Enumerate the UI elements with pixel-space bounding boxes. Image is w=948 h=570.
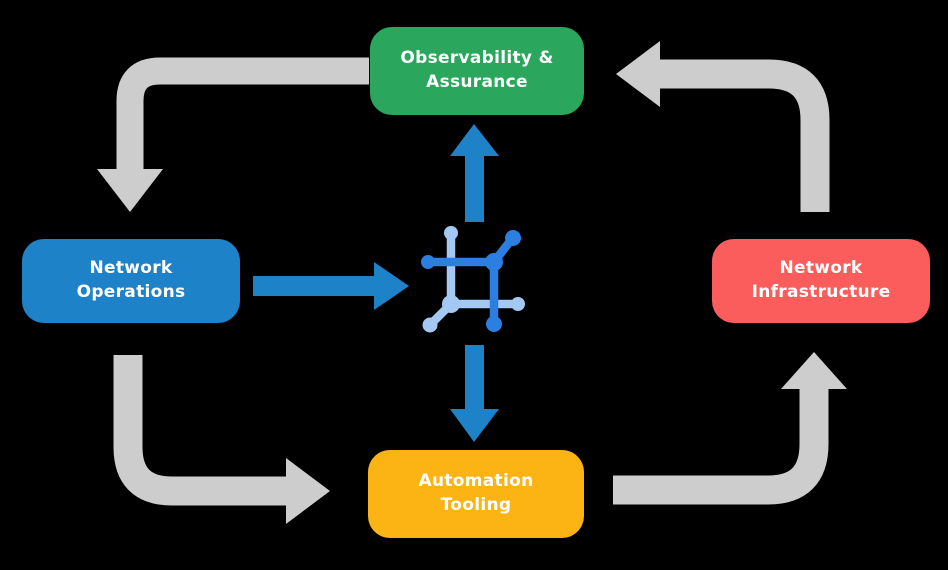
icon-node-circle: [442, 295, 460, 313]
arrow-gray-operations-to-automation: [113, 355, 330, 524]
arrow-gray-automation-to-infrastructure: [613, 352, 847, 505]
arrow-up-icon: [450, 124, 499, 222]
icon-node-circle: [485, 253, 503, 271]
arrow-shaft: [116, 57, 369, 172]
icon-node-circle: [421, 255, 435, 269]
arrow-shaft: [659, 59, 830, 212]
arrow-head-down-icon: [97, 169, 163, 212]
icon-node-circle: [486, 316, 502, 332]
icon-node-circle: [505, 230, 521, 246]
arrow-gray-infrastructure-to-observability: [616, 41, 830, 212]
network-automation-icon: [421, 226, 525, 333]
arrow-down-icon: [450, 345, 499, 442]
arrow-shaft: [613, 389, 829, 505]
arrow-blue-operations-to-center: [253, 262, 409, 310]
icon-dark-nodes: [421, 230, 521, 332]
node-label: Network Infrastructure: [751, 258, 891, 302]
node-label: Observability & Assurance: [400, 48, 554, 92]
icon-node-circle: [422, 317, 438, 333]
arrow-head-up-icon: [781, 352, 847, 389]
node-network-infrastructure: Network Infrastructure: [712, 239, 930, 323]
node-label: Network Operations: [76, 258, 186, 302]
arrow-blue-center-to-automation: [450, 345, 499, 442]
icon-node-circle: [511, 297, 525, 311]
node-label: Automation Tooling: [418, 471, 534, 515]
arrow-gray-observability-to-operations: [97, 57, 369, 212]
node-automation-tooling: Automation Tooling: [368, 450, 584, 538]
arrow-right-icon: [253, 262, 409, 310]
icon-light-nodes: [422, 226, 525, 333]
node-network-operations: Network Operations: [22, 239, 240, 323]
arrow-blue-center-to-observability: [450, 124, 499, 222]
arrow-head-right-icon: [286, 458, 330, 524]
node-observability-assurance: Observability & Assurance: [370, 27, 584, 115]
icon-node-circle: [444, 226, 458, 240]
arrow-shaft: [113, 355, 288, 506]
arrow-head-left-icon: [616, 41, 660, 107]
